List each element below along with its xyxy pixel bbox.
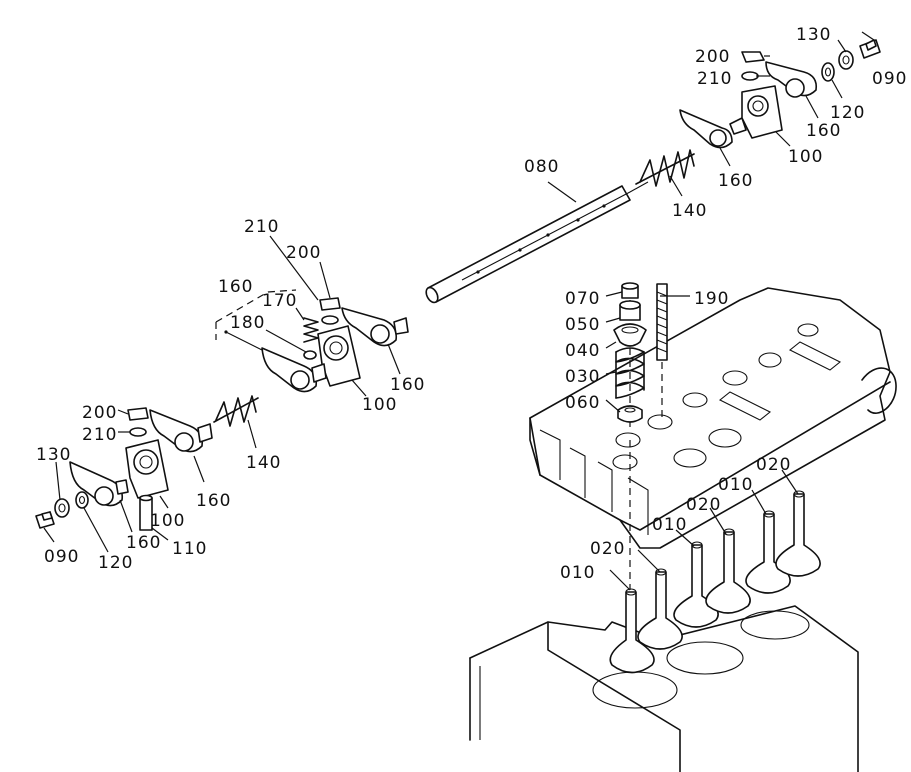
rocker-group-right bbox=[635, 39, 881, 187]
label-160-right-upper: 160 bbox=[806, 121, 841, 141]
rocker-arm-160-center-right bbox=[341, 307, 409, 347]
rocker-arm-160-left-upper bbox=[149, 409, 213, 453]
label-180: 180 bbox=[230, 313, 265, 333]
rocker-bracket-100-left bbox=[125, 439, 169, 499]
valve-spring-030 bbox=[615, 347, 645, 399]
label-210-center: 210 bbox=[244, 217, 279, 237]
label-200-center: 200 bbox=[286, 243, 321, 263]
label-170: 170 bbox=[262, 291, 297, 311]
adjust-screw-210-right bbox=[741, 71, 759, 81]
spring-140-left bbox=[213, 395, 259, 427]
label-160-center-top: 160 bbox=[218, 277, 253, 297]
part-labels: 130 090 200 210 120 160 100 160 140 080 … bbox=[36, 25, 907, 583]
spring-170-center bbox=[303, 317, 319, 343]
nut-200-center bbox=[319, 297, 341, 311]
label-130-right: 130 bbox=[796, 25, 831, 45]
label-020-c: 020 bbox=[756, 455, 791, 475]
label-130-left: 130 bbox=[36, 445, 71, 465]
label-160-right-lower: 160 bbox=[718, 171, 753, 191]
leader-lines bbox=[43, 31, 875, 591]
valve-6 bbox=[775, 490, 821, 577]
label-210-left: 210 bbox=[82, 425, 117, 445]
label-140-right: 140 bbox=[672, 201, 707, 221]
nut-200-left bbox=[127, 407, 149, 421]
valve-1 bbox=[609, 588, 655, 674]
washer-120-right bbox=[821, 62, 835, 82]
label-030: 030 bbox=[565, 367, 600, 387]
label-200-left: 200 bbox=[82, 403, 117, 423]
adjust-screw-210-center bbox=[321, 315, 339, 325]
washer-130-left bbox=[54, 498, 70, 518]
rocker-arm-160-center-left bbox=[261, 347, 327, 393]
label-100-right: 100 bbox=[788, 147, 823, 167]
spring-retainer-040 bbox=[613, 323, 647, 347]
label-020-a: 020 bbox=[590, 539, 625, 559]
label-120-left: 120 bbox=[98, 553, 133, 573]
rocker-shaft-080 bbox=[425, 181, 649, 304]
pin-110-left bbox=[139, 494, 153, 531]
valve-cap-070 bbox=[621, 282, 639, 299]
nut-200-right bbox=[741, 51, 765, 63]
label-080: 080 bbox=[524, 157, 559, 177]
bolt-090-left bbox=[35, 511, 55, 529]
valve-spring-stack bbox=[613, 282, 647, 590]
plug-180-center bbox=[303, 350, 317, 360]
label-200-right: 200 bbox=[695, 47, 730, 67]
label-010-a: 010 bbox=[560, 563, 595, 583]
label-060: 060 bbox=[565, 393, 600, 413]
label-100-left: 100 bbox=[150, 511, 185, 531]
label-040: 040 bbox=[565, 341, 600, 361]
label-070: 070 bbox=[565, 289, 600, 309]
label-160-center: 160 bbox=[390, 375, 425, 395]
washer-130-right bbox=[838, 50, 854, 70]
rocker-group-center bbox=[215, 289, 409, 393]
rocker-arm-160-left-lower bbox=[69, 461, 129, 507]
valve-4 bbox=[705, 528, 751, 614]
label-190: 190 bbox=[694, 289, 729, 309]
washer-120-left bbox=[75, 491, 89, 509]
label-010-b: 010 bbox=[652, 515, 687, 535]
label-090-right: 090 bbox=[872, 69, 907, 89]
label-110: 110 bbox=[172, 539, 207, 559]
cylinder-head bbox=[529, 287, 897, 549]
label-100-center: 100 bbox=[362, 395, 397, 415]
adjust-screw-210-left bbox=[129, 427, 147, 437]
spring-140-right bbox=[635, 149, 695, 187]
label-050: 050 bbox=[565, 315, 600, 335]
valves bbox=[609, 490, 821, 674]
label-140-left: 140 bbox=[246, 453, 281, 473]
label-020-b: 020 bbox=[686, 495, 721, 515]
rocker-arm-160-right-lower bbox=[679, 109, 747, 149]
stud-bolt-190 bbox=[656, 283, 668, 420]
rocker-arm-160-right-upper bbox=[765, 61, 818, 98]
valve-3 bbox=[673, 541, 719, 628]
bolt-090-right bbox=[859, 39, 881, 59]
label-210-right: 210 bbox=[697, 69, 732, 89]
spring-seat-060 bbox=[617, 405, 643, 423]
label-010-c: 010 bbox=[718, 475, 753, 495]
label-160-left-upper: 160 bbox=[196, 491, 231, 511]
valve-2 bbox=[637, 568, 683, 650]
label-090-left: 090 bbox=[44, 547, 79, 567]
rocker-group-left bbox=[35, 395, 259, 531]
rocker-bracket-100-right bbox=[741, 85, 783, 139]
valve-seal-050 bbox=[619, 300, 641, 321]
label-160-left-lower: 160 bbox=[126, 533, 161, 553]
rocker-bracket-100-center bbox=[317, 325, 361, 387]
label-120-right: 120 bbox=[830, 103, 865, 123]
